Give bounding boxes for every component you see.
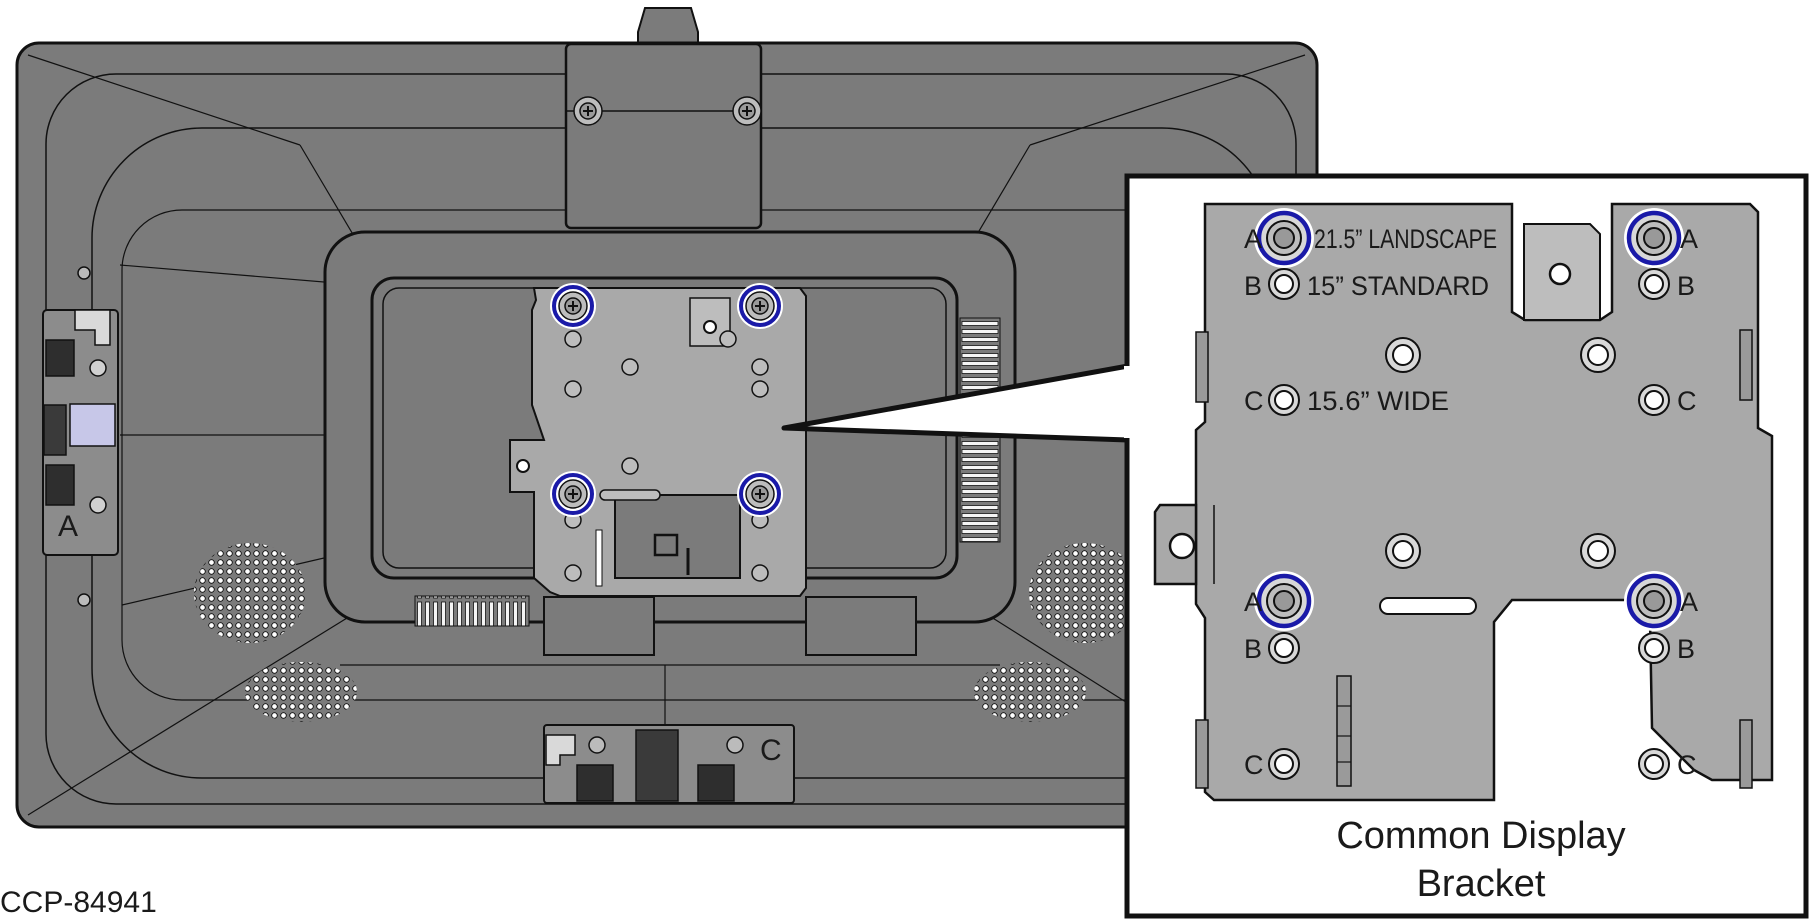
letter-a-bottom-right: A (1680, 587, 1698, 617)
bracket-enlarged: A A B B C C A A B B C C 21.5” LANDSCAPE … (1153, 202, 1774, 802)
highlighted-screw-top-left (550, 283, 596, 329)
letter-a-top-right: A (1680, 224, 1698, 254)
label-wide: 15.6” WIDE (1307, 386, 1449, 416)
letter-b-top-left: B (1244, 271, 1262, 301)
callout-title-line1: Common Display (1336, 815, 1625, 857)
bottom-port-panel: C (543, 724, 795, 804)
letter-b-bottom-left: B (1244, 634, 1262, 664)
highlighted-hole-a-bottom-right (1624, 571, 1684, 631)
highlighted-hole-a-bottom-left (1254, 571, 1314, 631)
highlighted-screw-bottom-right (737, 471, 783, 517)
label-landscape: 21.5” LANDSCAPE (1314, 224, 1497, 254)
mounted-bracket (509, 283, 807, 597)
figure-id: CCP-84941 (0, 886, 157, 919)
letter-b-top-right: B (1677, 271, 1695, 301)
highlighted-screw-top-right (737, 283, 783, 329)
callout-title-line2: Bracket (1417, 863, 1546, 905)
letter-a-bottom-left: A (1244, 587, 1262, 617)
bottom-port-label: C (760, 734, 782, 767)
label-standard: 15” STANDARD (1307, 271, 1489, 301)
letter-b-bottom-right: B (1677, 634, 1695, 664)
left-port-label: A (58, 510, 78, 543)
letter-c-bottom-right: C (1677, 750, 1697, 780)
letter-c-bottom-left: C (1244, 750, 1264, 780)
highlighted-screw-bottom-left (550, 471, 596, 517)
letter-c-mid-right: C (1677, 386, 1697, 416)
letter-c-mid-left: C (1244, 386, 1264, 416)
highlighted-hole-a-top-left (1254, 208, 1314, 268)
left-port-panel: A (42, 266, 119, 607)
callout-box: A A B B C C A A B B C C 21.5” LANDSCAPE … (1124, 173, 1809, 919)
letter-a-top-left: A (1244, 224, 1262, 254)
highlighted-hole-a-top-right (1624, 208, 1684, 268)
